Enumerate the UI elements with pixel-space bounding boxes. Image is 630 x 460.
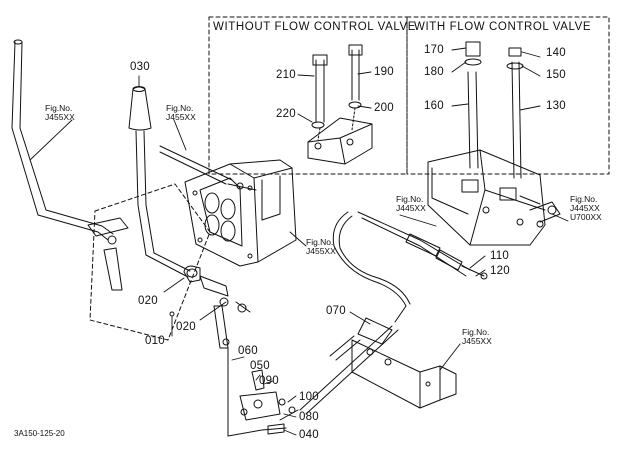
header-with-valve: WITH FLOW CONTROL VALVE	[414, 21, 592, 33]
leader-lines	[29, 47, 569, 436]
part-130-label: 130	[546, 100, 566, 112]
part-150-label: 150	[546, 69, 566, 81]
part-160-label: 160	[424, 100, 444, 112]
part-210-label: 210	[276, 69, 296, 81]
clevis-assembly	[227, 347, 296, 437]
header-without-valve: WITHOUT FLOW CONTROL VALVE	[213, 21, 417, 33]
part-020-label: 020	[176, 321, 196, 333]
fig-ref-top: Fig.No. J455XX	[166, 103, 196, 122]
part-180-label: 180	[424, 66, 444, 78]
fig-ref-valve: Fig.No. J445XX	[396, 194, 426, 213]
part-040-label: 040	[299, 429, 319, 441]
part-140-label: 140	[546, 47, 566, 59]
valve-body-left	[307, 44, 373, 165]
fig-ref-bottom: Fig.No. J455XX	[462, 327, 492, 346]
left-lever	[11, 39, 129, 291]
with-valve-box	[406, 16, 610, 175]
part-050-label: 050	[250, 360, 270, 372]
lever-assembly-box	[89, 183, 211, 341]
part-170-label: 170	[424, 44, 444, 56]
fig-ref-mid: Fig.No. J455XX	[306, 237, 336, 256]
control-cable	[279, 211, 488, 421]
part-060-label: 060	[238, 345, 258, 357]
part-200-label: 200	[374, 102, 394, 114]
fig-ref-left: Fig.No. J455XX	[45, 103, 75, 122]
part-120-label: 120	[490, 265, 510, 277]
fig-ref-right: Fig.No. J445XX U700XX	[570, 194, 602, 222]
part-020-label: 020	[138, 295, 158, 307]
part-110-label: 110	[490, 250, 509, 262]
part-080-label: 080	[299, 411, 319, 423]
part-010-label: 010	[145, 335, 165, 347]
guide-plate	[159, 145, 297, 267]
part-190-label: 190	[374, 66, 394, 78]
part-100-label: 100	[299, 391, 319, 403]
part-220-label: 220	[276, 108, 296, 120]
part-030-label: 030	[130, 61, 150, 73]
valve-body-right	[427, 41, 561, 246]
part-070-label: 070	[326, 305, 346, 317]
drawing-code: 3A150-125-20	[14, 429, 65, 438]
lower-bracket	[351, 339, 457, 409]
part-090-label: 090	[259, 375, 279, 387]
